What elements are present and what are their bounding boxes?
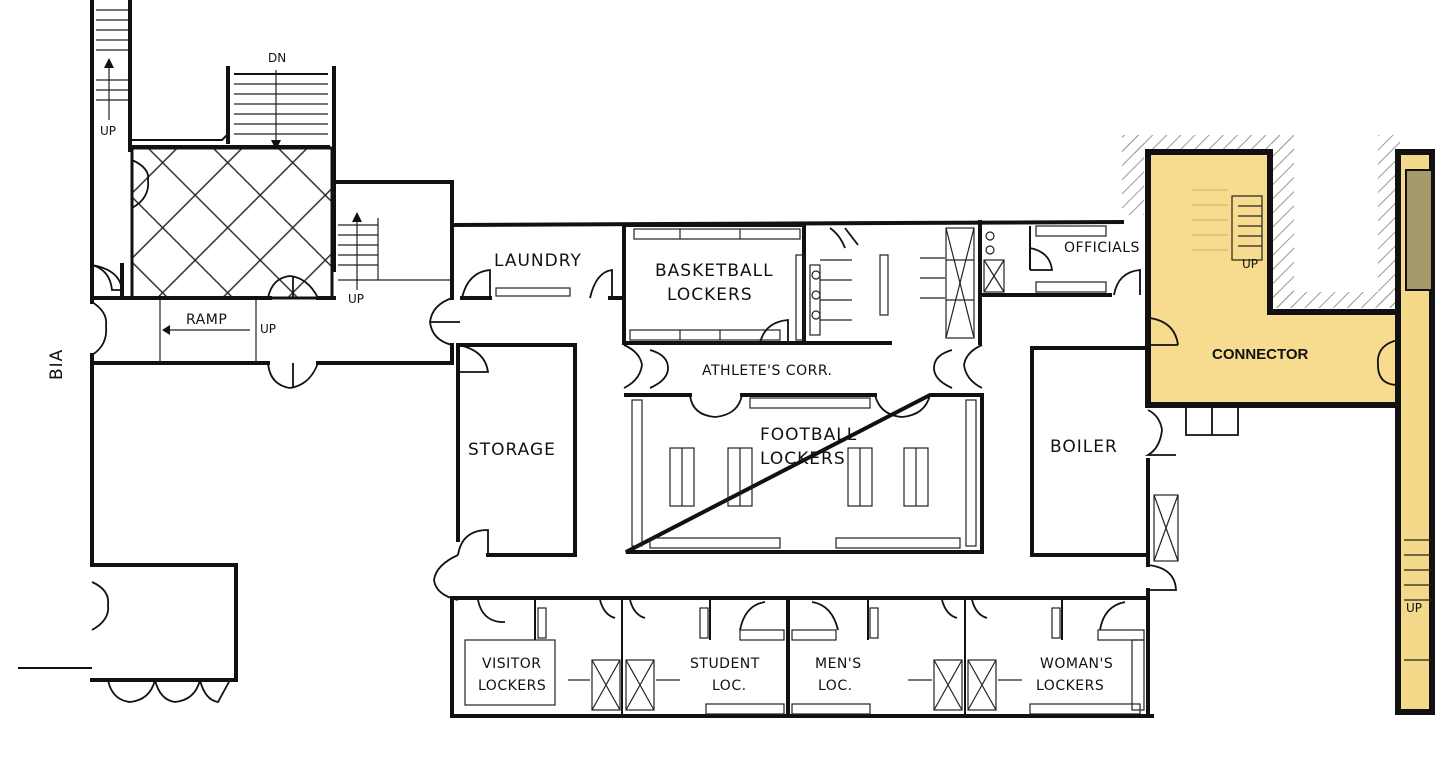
womans-label-1: WOMAN'S [1040,656,1113,672]
stair-dn-label: DN [268,51,286,65]
basketball-label-2: LOCKERS [667,285,753,305]
right-up-label: UP [1406,601,1422,615]
student-shower-doors[interactable] [599,599,646,619]
visitor-label-1: VISITOR [482,656,542,672]
boiler-room: BOILER [1030,346,1179,562]
athletes-corr-door-west[interactable] [623,344,669,389]
bia-label: BIA [47,349,67,380]
corridor-door-south[interactable] [267,362,319,389]
connector-hatch-strip [1272,292,1400,308]
laundry-label: LAUNDRY [494,251,582,271]
storage-door-south[interactable] [457,529,489,556]
locker-building: LAUNDRY BASKETBALL LOCKERS [429,219,1179,718]
shower-block [802,220,982,345]
east-exit-door[interactable] [1147,564,1177,591]
mens-label-1: MEN'S [815,656,862,672]
connector-hatch-left [1122,135,1144,215]
corridor-door-north[interactable] [267,275,319,299]
connector-hatch-top [1122,135,1294,153]
visitor-label-2: LOCKERS [478,678,546,694]
football-door-east[interactable] [874,394,931,418]
storage-door-north[interactable] [457,344,490,373]
football-label-2: LOCKERS [760,449,846,469]
connector-door-west[interactable] [1149,317,1179,346]
boiler-label: BOILER [1050,437,1118,457]
lobby-door-west[interactable] [131,159,150,209]
visitor-door[interactable] [477,599,505,623]
laundry-door-east[interactable] [589,268,613,299]
athletes-corr-label: ATHLETE'S CORR. [702,363,833,379]
athletes-corr-door-east[interactable] [933,344,983,389]
bia-door[interactable] [91,301,108,356]
laundry-door-west[interactable] [461,269,491,299]
small-stair: UP [338,212,452,306]
ramp-up-label: UP [260,322,276,336]
basketball-label-1: BASKETBALL [655,261,774,281]
student-door[interactable] [739,601,766,631]
ramp-label: RAMP [186,312,227,328]
officials-room: OFFICIALS [978,220,1141,297]
connector-label: CONNECTOR [1212,346,1309,363]
lower-doors-south[interactable] [107,679,231,703]
athletes-corridor: ATHLETE'S CORR. [623,344,983,389]
right-building-stair: UP [1404,539,1432,661]
ramp: RAMP UP [159,300,276,362]
tile-lobby [130,146,334,300]
football-door-west[interactable] [689,394,743,418]
football-lockers-room: FOOTBALL LOCKERS [624,393,984,554]
connector-room [1145,149,1401,408]
shower-door[interactable] [829,227,859,249]
mens-label-2: LOC. [818,678,853,694]
connector-building: UP CONNECTOR UP [1122,135,1435,715]
officials-door[interactable] [1113,269,1141,296]
right-building [1395,149,1435,715]
down-stair: DN [132,51,336,272]
left-lobby-area: UP DN BIA [18,0,454,703]
basketball-lockers-room: BASKETBALL LOCKERS [622,223,806,345]
student-label-1: STUDENT [690,656,760,672]
mens-door[interactable] [811,601,839,631]
connector-up-label: UP [1242,257,1258,271]
student-label-2: LOC. [712,678,747,694]
south-locker-block: VISITOR LOCKERS STUDENT LOC. [450,596,1154,718]
connector-hatch-mid [1272,135,1294,307]
womans-label-2: LOCKERS [1036,678,1104,694]
lower-door-west[interactable] [91,581,110,631]
stair-up-label: UP [100,124,116,138]
building-door-west[interactable] [429,297,460,346]
right-building-olive [1405,169,1433,291]
storage-room: STORAGE [456,343,577,557]
officials-label: OFFICIALS [1064,240,1140,256]
connector-stair: UP [1192,189,1263,271]
lobby-door-sw[interactable] [91,264,123,291]
small-stair-up-label: UP [348,292,364,306]
laundry-room: LAUNDRY [460,251,624,300]
connector-door-east[interactable] [1376,339,1399,386]
storage-label: STORAGE [468,440,556,460]
north-stair: UP [96,9,128,138]
officials-inner-door[interactable] [1029,247,1054,271]
main-shower-doors[interactable] [941,599,988,619]
south-corridor-door[interactable] [433,554,459,601]
connector-door-south[interactable] [1185,407,1239,436]
basketball-door[interactable] [759,319,789,344]
boiler-door[interactable] [1144,409,1176,456]
football-label-1: FOOTBALL [760,425,857,445]
womans-door[interactable] [1099,601,1126,631]
connector-hatch-right [1378,135,1400,307]
